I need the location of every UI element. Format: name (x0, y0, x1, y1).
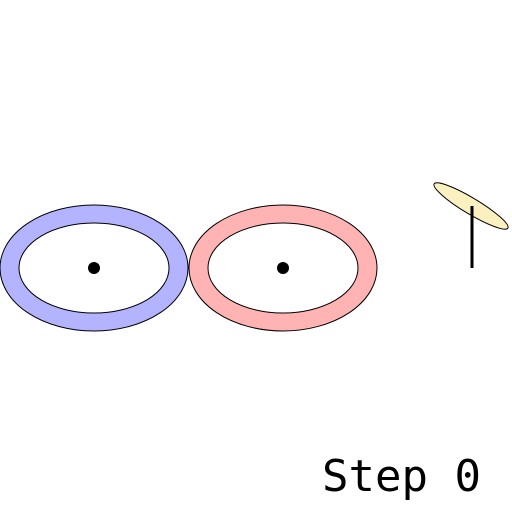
pole-flag (433, 182, 509, 268)
right-wheel (188, 204, 378, 332)
right-wheel-hub (277, 262, 289, 274)
left-wheel-hub (88, 262, 100, 274)
left-wheel-ring (0, 204, 189, 332)
right-wheel-ring (188, 204, 378, 332)
left-wheel (0, 204, 189, 332)
step-counter: Step 0 (322, 451, 481, 502)
